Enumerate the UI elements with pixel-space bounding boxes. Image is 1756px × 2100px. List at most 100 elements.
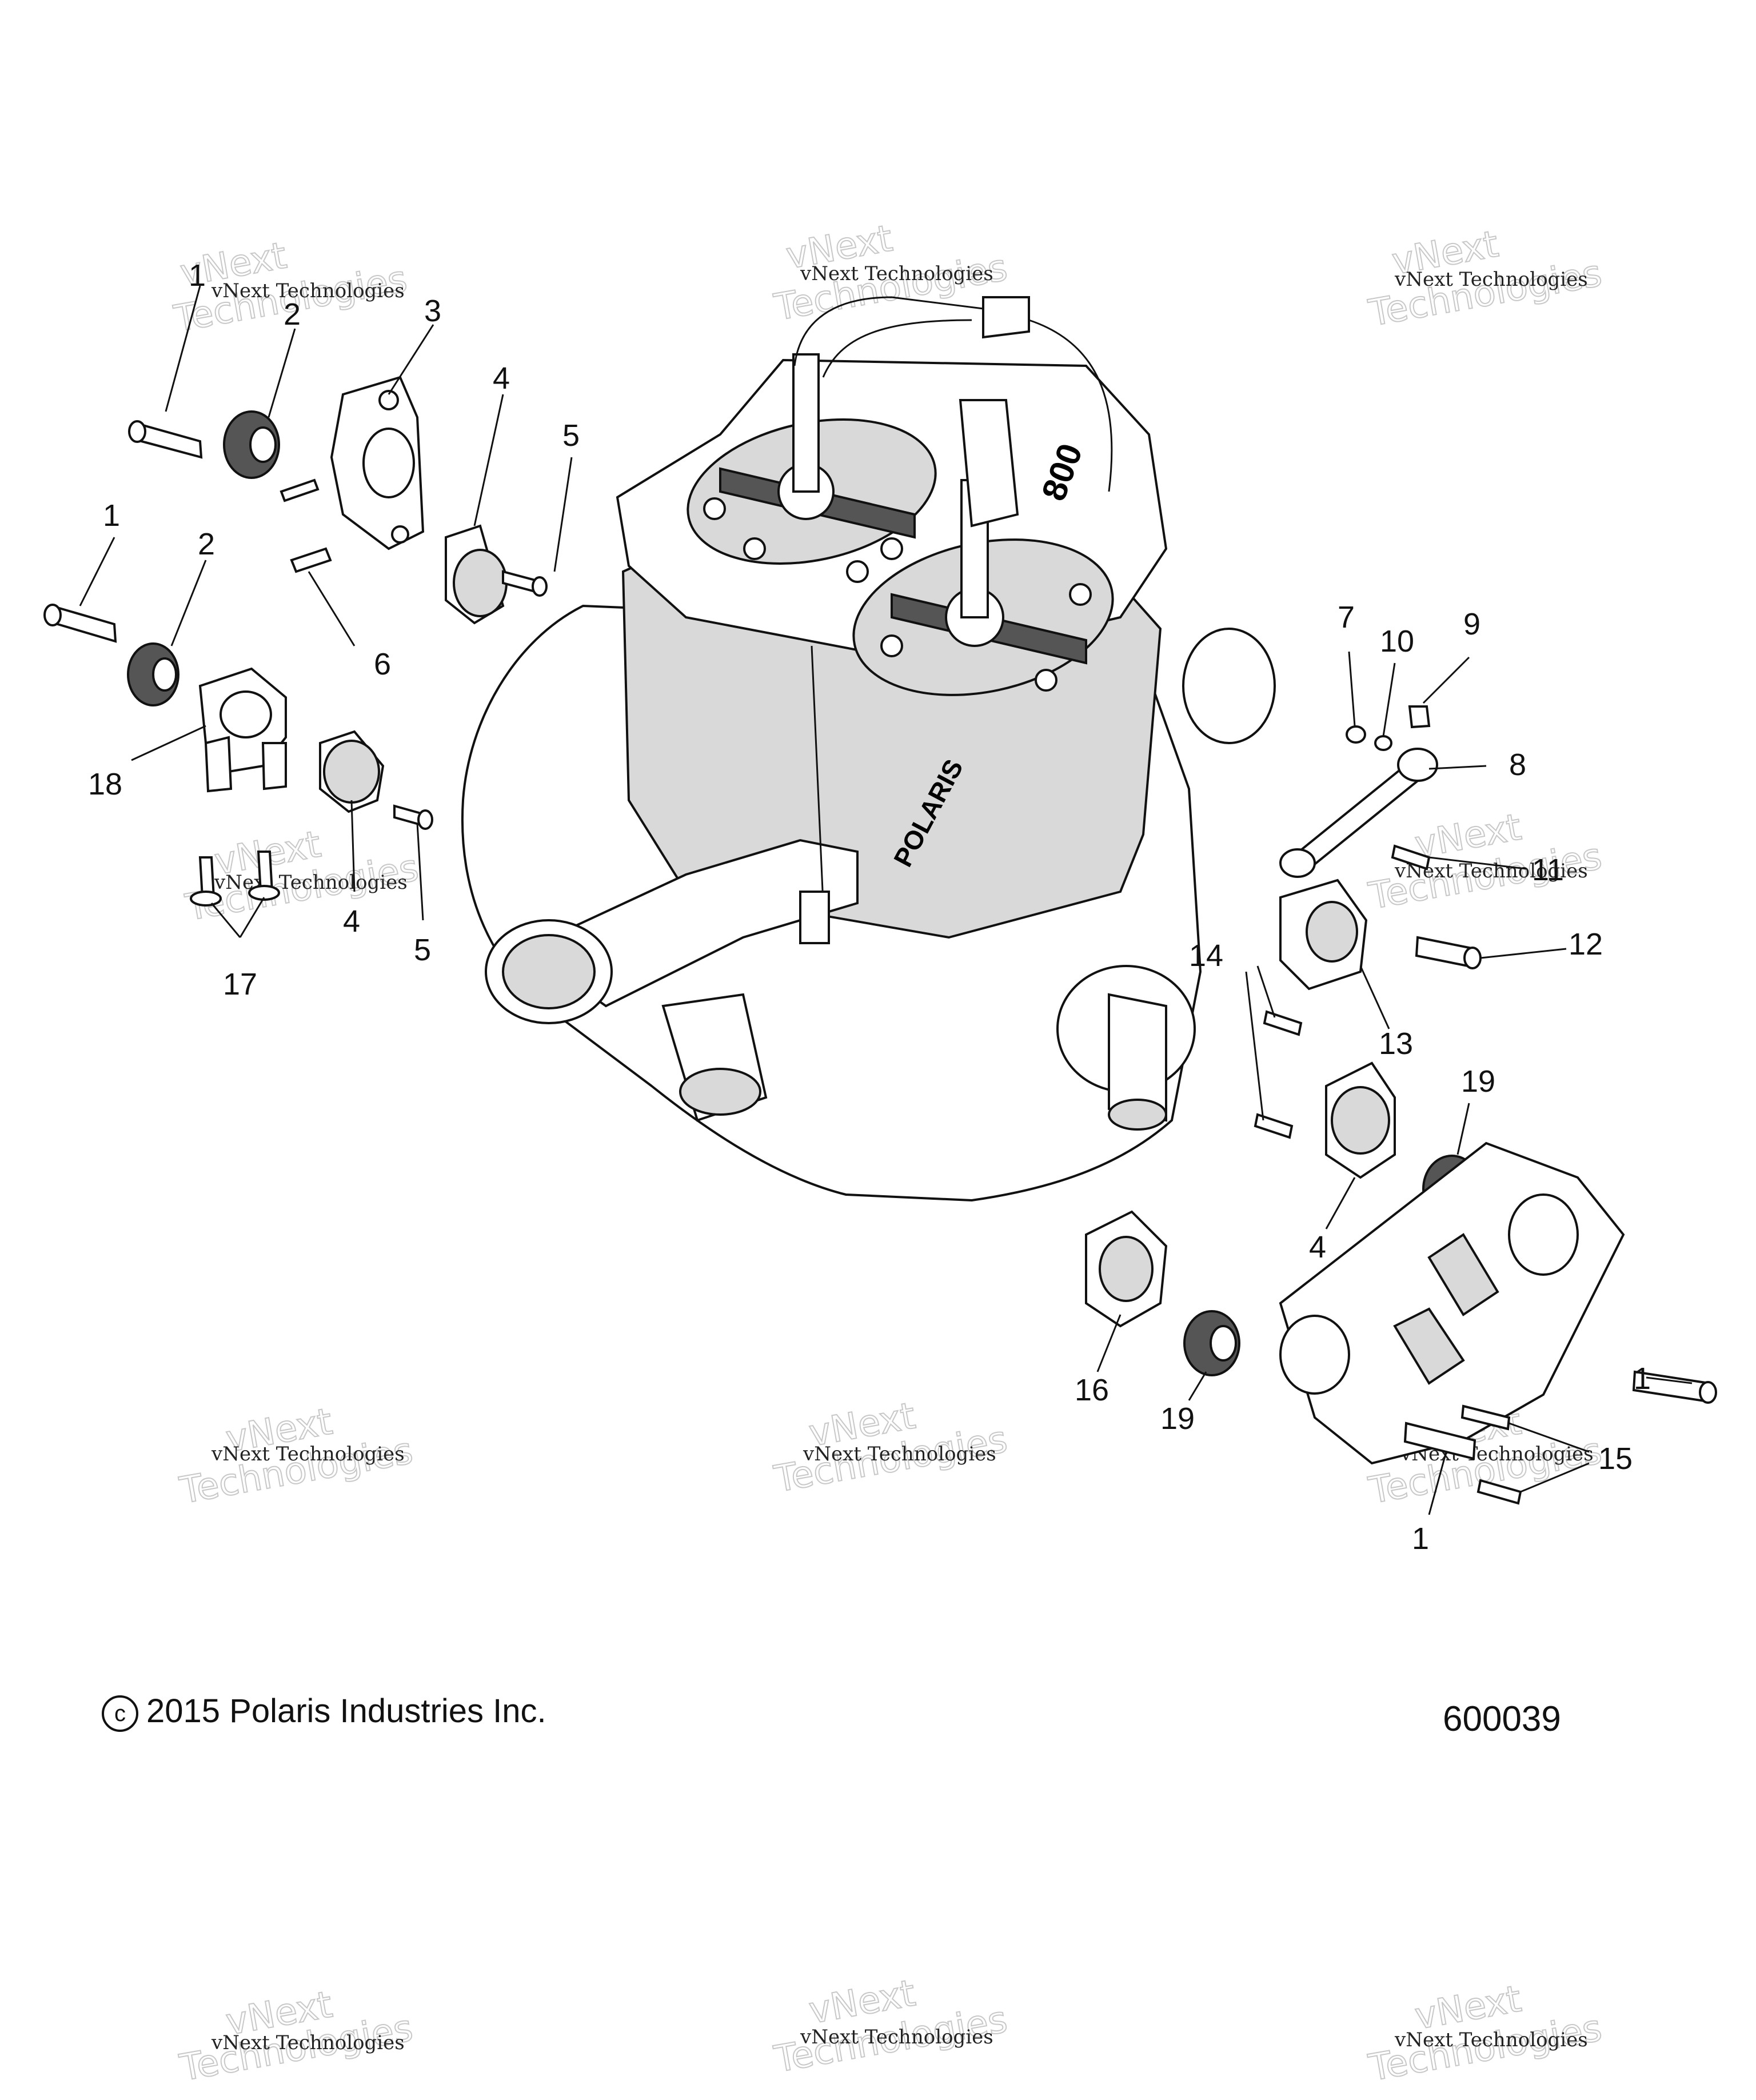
rear-bracket-bore [1508,1193,1579,1276]
part-15-bolt [1476,1479,1522,1505]
watermark: vNext Technologies vNext Technologies [176,1400,417,1513]
callout-12: 12 [1569,927,1603,961]
part-18-leg [204,736,233,793]
rear-bracket-cutout [1427,1233,1499,1316]
part-9-bolt [1408,705,1431,729]
part-3-bolt-hole [378,390,399,410]
callout-7: 7 [1338,600,1355,634]
part-18-leg [261,742,287,791]
callout-15: 15 [1598,1442,1633,1476]
callout-4: 4 [1309,1230,1326,1264]
callout-18: 18 [88,767,122,801]
sensor-rod [811,645,824,904]
watermark: vNext Technologies vNext Technologies [1365,1977,1606,2090]
watermark: vNext Technologies vNext Technologies [771,1394,1011,1502]
svg-text:vNext Technologies: vNext Technologies [211,1443,405,1466]
callout-13: 13 [1379,1027,1413,1061]
callout-4: 4 [343,904,360,939]
svg-text:vNext Technologies: vNext Technologies [211,2031,405,2054]
part-6-bolt [290,547,332,573]
callout-5: 5 [414,933,431,967]
intake-port-inner [502,934,596,1009]
callout-5: 5 [562,418,580,453]
coolant-hose [793,296,984,366]
callout-1: 1 [189,258,206,293]
rear-engine-bracket [1279,1141,1625,1465]
watermark: vNext Technologies vNext Technologies [771,1971,1011,2082]
callout-4: 4 [493,361,510,396]
rear-bracket-cutout [1393,1307,1465,1385]
part-10-washer [1374,735,1392,751]
part-2-bushing-bore [152,657,177,692]
head-bolt [1069,583,1092,606]
part-3-bracket-bore [362,428,415,498]
rear-bracket-bore [1279,1315,1350,1395]
callout-3: 3 [424,294,441,328]
copyright-icon: c [102,1695,138,1732]
part-1-bolt [1403,1422,1476,1460]
part-12-bolt-head [1463,947,1482,969]
throttle-body [1182,628,1276,744]
watermark: vNext Technologies vNext Technologies [182,823,422,930]
watermark: vNext Technologies vNext Technologies [1365,222,1606,336]
svg-text:vNext Technologies: vNext Technologies [214,871,408,894]
callout-9: 9 [1463,607,1480,641]
part-17-screw-head [248,885,280,901]
part-5-bolt-head [417,809,433,830]
sensor-wire [1028,319,1113,492]
part-19-bushing-bore [1210,1325,1237,1362]
callout-19: 19 [1461,1064,1495,1099]
watermark: vNext Technologies vNext Technologies [176,1983,417,2090]
small-bolt [280,478,320,502]
part-8-link-eye [1397,748,1438,782]
part-8-link-eye [1279,848,1316,878]
part-11-bolt [1391,844,1431,871]
part-1-bolt-head [128,420,146,443]
svg-text:vNext Technologies: vNext Technologies [1394,268,1588,291]
part-5-bolt-head [532,576,548,597]
svg-text:vNext Technologies: vNext Technologies [1394,2029,1588,2051]
part-17-screw-head [190,891,222,907]
watermark: vNext Technologies vNext Technologies [1365,805,1606,919]
coolant-hose [822,319,972,378]
callout-6: 6 [374,647,391,681]
callout-2: 2 [198,527,215,561]
part-1-bolt-head [1699,1381,1717,1404]
drawing-number: 600039 [1443,1699,1561,1739]
loose-parts [43,376,1717,1505]
plug-lead-left [792,353,820,493]
callout-8: 8 [1509,748,1526,782]
part-18-clamp-bore [220,690,272,738]
part-1-bolt-head [43,604,62,626]
part-4-mount-body [323,740,380,804]
head-bolt [846,560,869,583]
watermark: vNext Technologies vNext Technologies [771,217,1011,330]
head-bolt [880,634,903,657]
engine-assembly: POLARIS 800 [461,296,1276,1202]
sensor-housing [799,891,830,944]
part-2-bushing-bore [249,426,277,463]
callout-labels: 1 2 3 4 5 6 1 2 18 17 4 5 7 10 9 8 11 12… [88,258,1651,1556]
output-shaft-end [1108,1099,1167,1131]
part-15-bolt [1460,1404,1511,1431]
part-3-bolt-hole [391,525,409,544]
callout-14: 14 [1189,939,1223,973]
sensor-connector [959,399,1019,528]
svg-text:vNext Technologies: vNext Technologies [211,280,405,302]
part-4-mount-body [453,549,508,617]
callout-10: 10 [1380,624,1414,658]
part-16-mount-body [1099,1236,1154,1302]
hose-connector [982,296,1030,339]
part-13-bracket-bore [1306,901,1358,963]
svg-text:vNext Technologies: vNext Technologies [803,1443,996,1466]
callout-1: 1 [103,498,120,533]
callout-19: 19 [1160,1402,1195,1436]
callout-1: 1 [1412,1522,1429,1556]
svg-text:vNext Technologies: vNext Technologies [800,262,993,285]
head-bolt [1035,669,1057,692]
svg-text:vNext Technologies: vNext Technologies [800,2026,993,2049]
part-4-mount-body [1331,1086,1390,1155]
callout-11: 11 [1532,853,1564,887]
part-7-nut [1346,725,1366,744]
